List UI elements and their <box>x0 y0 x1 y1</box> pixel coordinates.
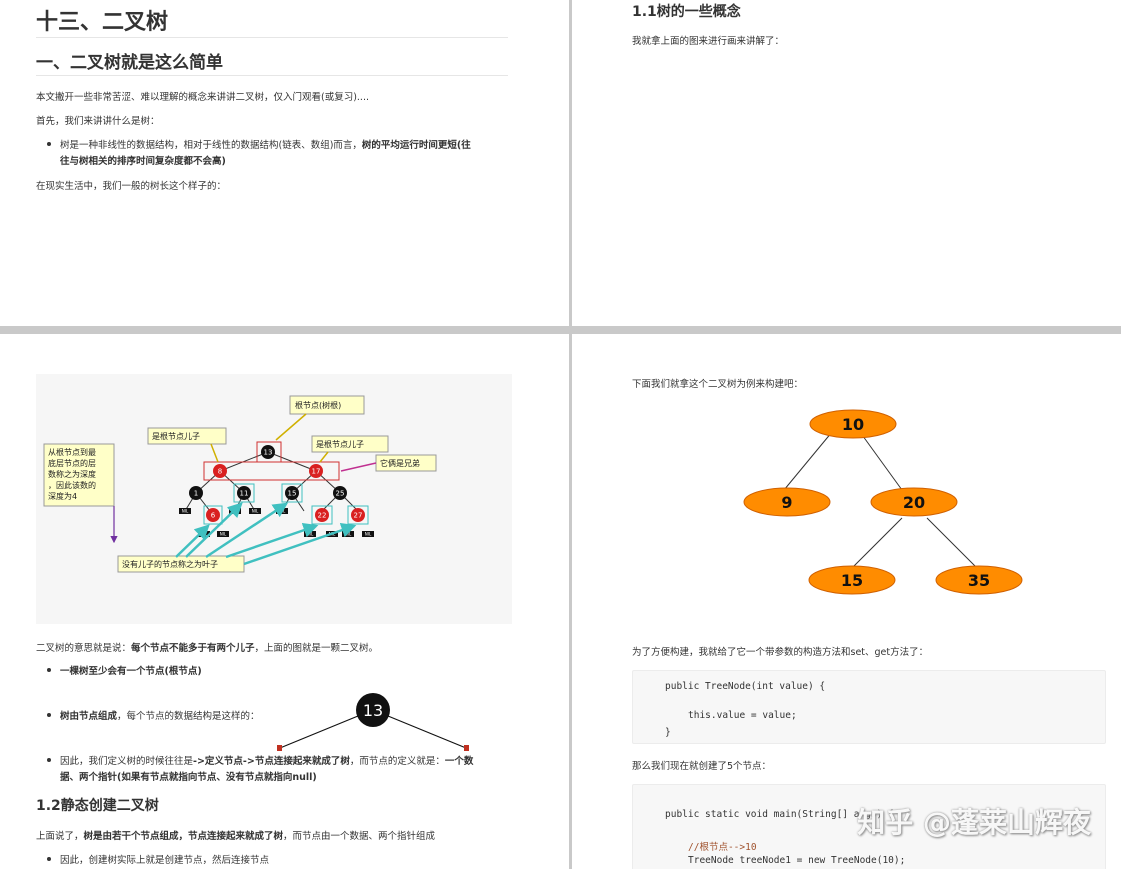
document-page-1: 十三、二叉树 一、二叉树就是这么简单 本文撇开一些非常苦涩、难以理解的概念来讲讲… <box>0 0 569 326</box>
real-life-text: 在现实生活中，我们一般的树长这个样子的： <box>36 181 227 192</box>
bullet-node-structure: 树由节点组成，每个节点的数据结构是这样的： <box>60 711 260 722</box>
bullet-root-node: 一棵树至少会有一个节点(根节点) <box>60 666 202 677</box>
svg-text:NIL: NIL <box>345 532 352 537</box>
svg-text:从根节点到最: 从根节点到最 <box>48 447 96 457</box>
document-page-4: 下面我们就拿这个二叉树为例来构建吧： 10 9 20 15 35 为了方便构建，… <box>572 334 1121 869</box>
svg-text:，因此该数的: ，因此该数的 <box>48 480 96 490</box>
bullet-tree-definition: 树是一种非线性的数据结构，相对于线性的数据结构(链表、数组)而言，树的平均运行时… <box>60 140 471 151</box>
bullet-dot <box>47 668 51 672</box>
tree-node-35 <box>935 565 1023 595</box>
tree-node-15 <box>808 565 896 595</box>
svg-text:NIL: NIL <box>365 532 372 537</box>
body-text: 下面我们就拿这个二叉树为例来构建吧： <box>632 379 804 390</box>
svg-text:NIL: NIL <box>182 509 189 514</box>
svg-text:25: 25 <box>336 490 345 498</box>
svg-text:15: 15 <box>841 571 863 590</box>
bullet-dot <box>47 713 51 717</box>
svg-text:深度为4: 深度为4 <box>48 491 77 501</box>
tree-concepts-diagram: 13 8 17 1 11 15 25 6 22 27 NIL NIL NIL N… <box>36 374 512 624</box>
code-block-main: public static void main(String[] args) {… <box>632 784 1106 869</box>
node-11 <box>237 486 251 500</box>
bullet-tree-definition-cont: 往与树相关的排序时间复杂度都不会高) <box>60 156 226 167</box>
svg-text:9: 9 <box>781 493 792 512</box>
body-text: 为了方便构建，我就给了它一个带参数的构造方法和set、get方法了： <box>632 647 929 658</box>
document-page-3: 13 8 17 1 11 15 25 6 22 27 NIL NIL NIL N… <box>0 334 569 869</box>
divider <box>36 75 508 76</box>
section-heading: 1.2静态创建二叉树 <box>36 798 159 814</box>
svg-text:22: 22 <box>318 512 327 520</box>
svg-text:NIL: NIL <box>307 532 314 537</box>
divider <box>36 37 508 38</box>
section-heading: 一、二叉树就是这么简单 <box>36 53 223 73</box>
bullet-create-tree: 因此，创建树实际上就是创建节点，然后连接节点 <box>60 855 270 866</box>
tree-node-20 <box>870 487 958 517</box>
page-title: 十三、二叉树 <box>36 10 169 35</box>
body-text: 上面说了，树是由若干个节点组成，节点连接起来就成了树，而节点由一个数据、两个指针… <box>36 831 436 842</box>
left-child-label: 是根节点儿子 <box>152 431 200 441</box>
svg-text:10: 10 <box>842 415 864 434</box>
binary-tree-diagram: 10 9 20 15 35 <box>743 409 1023 595</box>
tree-node-9 <box>743 487 831 517</box>
watermark: 知乎 @蓬莱山辉夜 <box>857 806 1091 839</box>
sibling-highlight <box>203 461 340 481</box>
bullet-dot <box>47 142 51 146</box>
node-structure-diagram: 13 <box>277 693 469 751</box>
sibling-label: 它俩是兄弟 <box>380 458 420 468</box>
binary-definition: 二叉树的意思就是说：每个节点不能多于有两个儿子，上面的图就是一颗二叉树。 <box>36 643 379 654</box>
tree-node-10 <box>809 409 897 439</box>
node-27 <box>351 508 365 522</box>
svg-text:20: 20 <box>903 493 925 512</box>
bullet-dot <box>47 857 51 861</box>
node-13 <box>261 445 275 459</box>
bullet-dot <box>47 758 51 762</box>
node-25 <box>333 486 347 500</box>
svg-text:底层节点的层: 底层节点的层 <box>48 458 96 468</box>
node-17 <box>309 464 323 478</box>
leaf-label: 没有儿子的节点称之为叶子 <box>122 559 218 569</box>
svg-text:35: 35 <box>968 571 990 590</box>
document-page-2: 1.1树的一些概念 我就拿上面的图来进行画来讲解了： <box>572 0 1121 326</box>
body-text: 我就拿上面的图来进行画来讲解了： <box>632 36 785 47</box>
svg-text:27: 27 <box>354 512 363 520</box>
svg-text:6: 6 <box>211 512 216 520</box>
svg-text:17: 17 <box>312 468 321 476</box>
svg-text:15: 15 <box>288 490 297 498</box>
svg-text:13: 13 <box>264 449 273 457</box>
bullet-tree-definition: 因此，我们定义树的时候往往是->定义节点->节点连接起来就成了树，而节点的定义就… <box>60 756 474 767</box>
svg-text:11: 11 <box>240 490 249 498</box>
bullet-tree-definition-cont: 据、两个指针(如果有节点就指向节点、没有节点就指向null) <box>60 772 317 783</box>
body-text: 那么我们现在就创建了5个节点： <box>632 761 772 772</box>
svg-text:8: 8 <box>218 468 222 476</box>
intro-text: 本文撇开一些非常苦涩、难以理解的概念来讲讲二叉树，仅入门观看(或复习).... <box>36 92 369 103</box>
code-block-constructor: public TreeNode(int value) { this.value … <box>632 670 1106 744</box>
right-child-label: 是根节点儿子 <box>316 439 364 449</box>
node-22 <box>315 508 329 522</box>
node-8 <box>213 464 227 478</box>
svg-text:1: 1 <box>194 490 198 498</box>
node-6 <box>206 508 220 522</box>
first-text: 首先，我们来讲讲什么是树： <box>36 116 160 127</box>
node-1 <box>189 486 203 500</box>
root-label: 根节点(树根) <box>295 400 341 410</box>
svg-text:NIL: NIL <box>220 532 227 537</box>
svg-text:数称之为深度: 数称之为深度 <box>48 469 96 479</box>
node-15 <box>285 486 299 500</box>
node-13-label: 13 <box>363 701 383 720</box>
section-heading: 1.1树的一些概念 <box>632 4 741 20</box>
svg-text:NIL: NIL <box>252 509 259 514</box>
